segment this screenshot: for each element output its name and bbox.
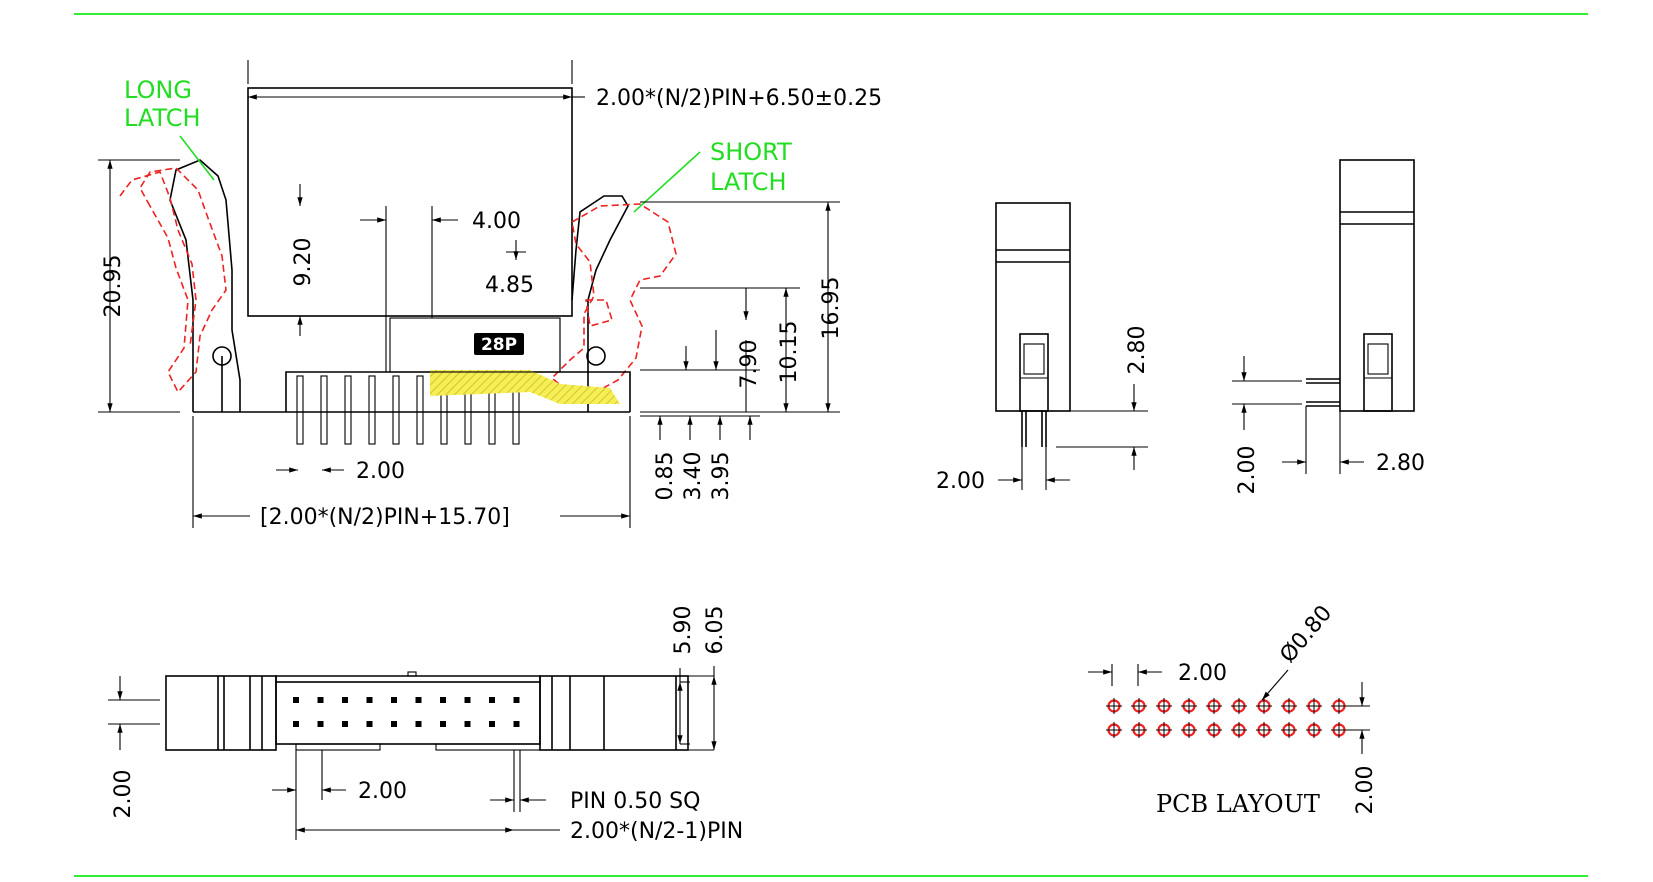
dim-10-15: 10.15 [777, 321, 802, 384]
dim-16-95: 16.95 [819, 277, 844, 340]
top-pin [513, 721, 520, 727]
top-pin [366, 721, 373, 727]
pcb-hole [1156, 698, 1172, 714]
dim-4-00: 4.00 [472, 209, 521, 234]
front-pin [344, 375, 352, 445]
top-pin [464, 697, 471, 703]
top-view: 5.90 6.05 2.00 2.00 PIN 0.50 SQ 2.00*(N/… [108, 606, 743, 844]
right-view: 2.00 2.80 [1232, 159, 1425, 495]
top-pin [440, 721, 446, 727]
pcb-hole [1306, 722, 1322, 738]
front-pin [392, 375, 400, 445]
top-pin [366, 697, 373, 703]
pcb-holes [1106, 698, 1347, 738]
top-pin [293, 721, 299, 727]
top-pin [391, 721, 397, 727]
top-pin [342, 721, 348, 727]
top-pin [489, 697, 495, 703]
pcb-hole [1106, 722, 1122, 738]
long-latch-label-1: LONG [124, 76, 192, 104]
front-pin [320, 375, 328, 445]
dim-right-2-00: 2.00 [1235, 446, 1260, 495]
dim-4-85: 4.85 [485, 273, 534, 298]
pcb-hole [1256, 698, 1272, 714]
dim-side-2-00: 2.00 [936, 469, 985, 494]
dim-side-2-80: 2.80 [1125, 326, 1150, 375]
part-marking-badge [474, 333, 524, 355]
top-pin [415, 721, 422, 727]
pcb-hole [1131, 698, 1147, 714]
pcb-hole [1131, 722, 1147, 738]
pcb-hole [1181, 722, 1197, 738]
cable-highlight [430, 370, 620, 404]
dim-front-pitch: 2.00 [356, 459, 405, 484]
dim-pin-pitch-formula: 2.00*(N/2-1)PIN [570, 819, 743, 844]
pcb-hole [1156, 722, 1172, 738]
dim-pin-size: PIN 0.50 SQ [570, 789, 700, 814]
pcb-hole [1231, 722, 1247, 738]
dim-right-2-80: 2.80 [1376, 451, 1425, 476]
front-pin [368, 375, 376, 445]
top-pin [391, 697, 397, 703]
pins-top [293, 697, 520, 727]
dim-6-05: 6.05 [703, 606, 728, 655]
long-latch-label-2: LATCH [124, 104, 201, 132]
pcb-hole [1306, 698, 1322, 714]
long-latch-outline [139, 167, 227, 394]
dim-5-90: 5.90 [671, 606, 696, 655]
top-pin [317, 697, 324, 703]
dim-pcb-pitch: 2.00 [1178, 661, 1227, 686]
dim-hole-dia: Ø0.80 [1275, 601, 1337, 668]
top-pin [293, 697, 299, 703]
short-latch-label-2: LATCH [710, 168, 787, 196]
front-pin [416, 375, 424, 445]
pcb-hole [1181, 698, 1197, 714]
dim-0-85: 0.85 [653, 452, 678, 501]
pcb-layout: 2.00 Ø0.80 2.00 PCB LAYOUT [1088, 601, 1378, 818]
pcb-hole [1281, 722, 1297, 738]
pcb-hole [1106, 698, 1122, 714]
top-pin [464, 721, 471, 727]
pcb-hole [1256, 722, 1272, 738]
dim-3-40: 3.40 [681, 452, 706, 501]
front-pin [296, 375, 304, 445]
dim-overall-formula: [2.00*(N/2)PIN+15.70] [260, 505, 510, 530]
pcb-hole [1206, 722, 1222, 738]
short-latch-outline [550, 203, 677, 393]
top-pin [489, 721, 495, 727]
top-pin [415, 697, 422, 703]
dim-top-formula: 2.00*(N/2)PIN+6.50±0.25 [596, 86, 882, 111]
dim-9-20: 9.20 [291, 238, 316, 287]
dim-20-95: 20.95 [101, 255, 126, 318]
dim-3-95: 3.95 [709, 452, 734, 501]
pcb-hole [1231, 698, 1247, 714]
top-pin [513, 697, 520, 703]
front-view: 28P LONG LATCH SHORT LATCH 2.00*(N/2)PIN… [98, 60, 882, 530]
side-view: 2.80 2.00 [936, 202, 1150, 494]
dim-pcb-row: 2.00 [1353, 766, 1378, 815]
short-latch-label-1: SHORT [710, 138, 792, 166]
dim-top-pitch: 2.00 [358, 779, 407, 804]
top-pin [342, 697, 348, 703]
part-marking: 28P [481, 335, 517, 355]
dim-top-left-2-00: 2.00 [111, 770, 136, 819]
pcb-hole [1281, 698, 1297, 714]
top-pin [440, 697, 446, 703]
pcb-layout-title: PCB LAYOUT [1156, 790, 1320, 818]
dim-7-90: 7.90 [737, 340, 762, 389]
pcb-hole [1206, 698, 1222, 714]
top-pin [317, 721, 324, 727]
pins-front [296, 375, 520, 445]
